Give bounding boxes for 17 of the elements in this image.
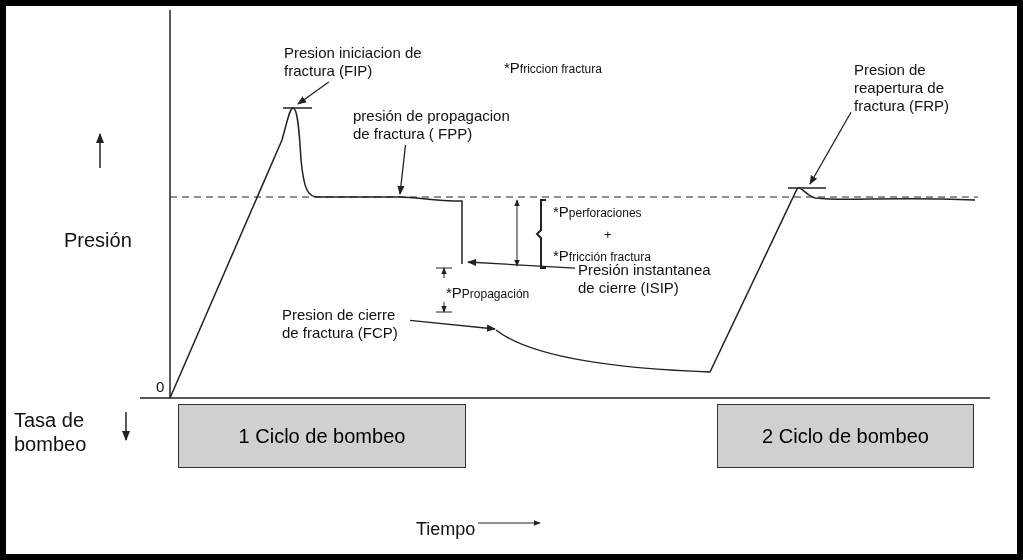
annotation-text: Presion de cierre de fractura (FCP) bbox=[282, 306, 407, 342]
axis-title: Tasa de bombeo bbox=[14, 408, 88, 456]
pumping-cycle-bar: 1 Ciclo de bombeo bbox=[178, 404, 466, 468]
annotation-text: Presion iniciacion de fractura (FIP) bbox=[284, 44, 444, 80]
leader-line bbox=[297, 81, 330, 105]
axis-title: Tiempo bbox=[416, 518, 476, 540]
annotation-text: Presion de reapertura de fractura (FRP) bbox=[854, 61, 974, 115]
axis-title: Presión bbox=[64, 228, 132, 252]
leader-line bbox=[409, 319, 496, 332]
formula-term: + bbox=[604, 226, 612, 243]
annotation-text: Presión instantanea de cierre (ISIP) bbox=[578, 261, 723, 297]
leader-line bbox=[467, 258, 576, 269]
leader-line bbox=[397, 144, 407, 195]
tick-label: 0 bbox=[156, 377, 165, 396]
leader-line bbox=[809, 111, 852, 185]
pumping-cycle-bar: 2 Ciclo de bombeo bbox=[717, 404, 974, 468]
annotation-text: presión de propagacion de fractura ( FPP) bbox=[353, 107, 528, 143]
